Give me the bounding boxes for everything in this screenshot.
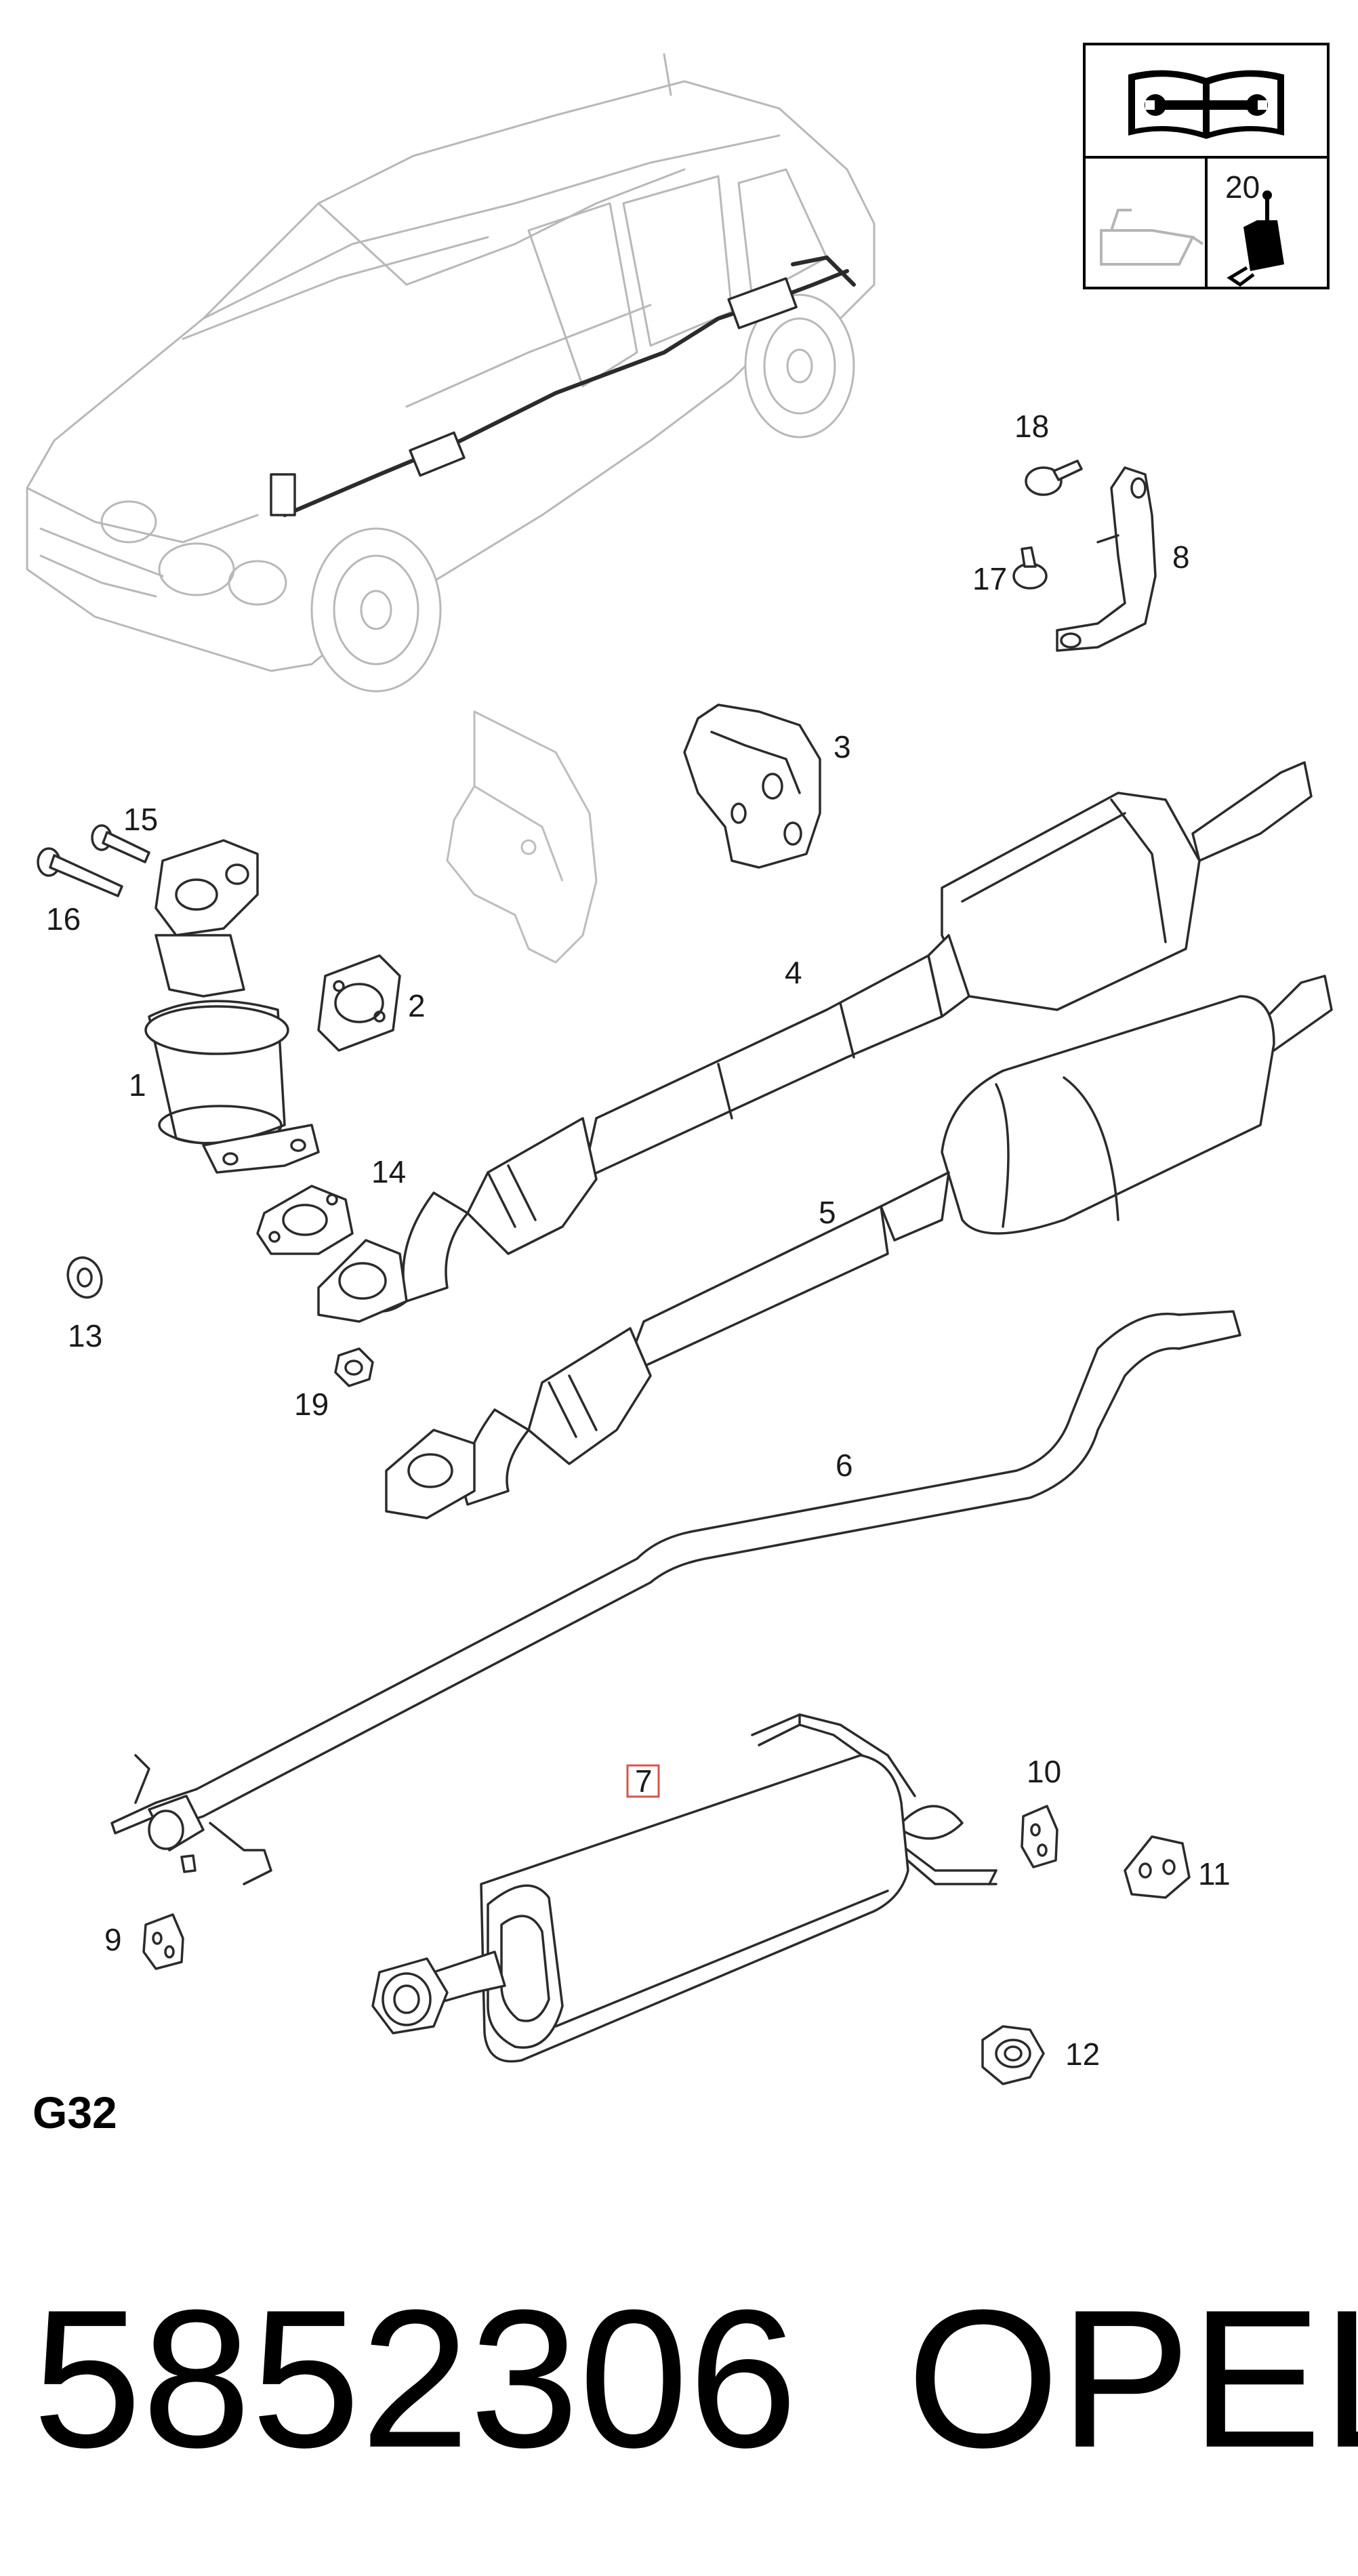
part-19-nut: [334, 1347, 374, 1387]
part-8-bracket: [1056, 466, 1157, 652]
callout-16: 16: [46, 901, 81, 937]
callout-13: 13: [68, 1318, 102, 1353]
callout-2: 2: [408, 988, 426, 1023]
part-6-intermediate-pipe: [110, 1310, 1241, 1885]
callout-1: 1: [129, 1067, 146, 1103]
vehicle-overview: [26, 53, 876, 693]
ghost-heat-shield: [446, 710, 598, 964]
callout-7: 7: [635, 1763, 653, 1799]
callout-12: 12: [1065, 2037, 1100, 2072]
part-3-heat-shield: [683, 703, 821, 869]
part-13-clip: [66, 1256, 103, 1299]
part-5-front-pipe: [385, 975, 1333, 1519]
callout-19: 19: [294, 1387, 329, 1422]
callout-10: 10: [1027, 1754, 1061, 1789]
callout-5: 5: [819, 1195, 836, 1230]
oil-can-icon: [1100, 209, 1204, 266]
callout-9: 9: [104, 1922, 122, 1957]
part-7-rear-muffler: [371, 1713, 997, 2063]
icon-table: 20: [1083, 43, 1330, 289]
part-12-hex-nut: [981, 2025, 1045, 2085]
part-4-front-pipe: [317, 761, 1313, 1323]
callout-20: 20: [1225, 169, 1260, 205]
part-9-rubber-hanger: [142, 1913, 184, 1970]
part-17-bolt: [1012, 546, 1048, 590]
callout-17: 17: [972, 561, 1007, 596]
callout-3: 3: [834, 729, 851, 764]
part-16-bolt: [37, 847, 123, 897]
part-15-bolt: [91, 824, 150, 863]
callout-6: 6: [836, 1448, 853, 1483]
part-2-gasket: [317, 954, 401, 1052]
part-10-rubber-hanger: [1021, 1805, 1058, 1868]
service-manual-icon: [1128, 70, 1284, 139]
sealant-tube-icon: [1227, 190, 1284, 287]
brand-name: OPEL: [907, 2269, 1358, 2489]
callout-11: 11: [1198, 1856, 1231, 1892]
part-18-bolt: [1025, 459, 1083, 496]
part-1-exhaust-manifold: [144, 839, 320, 1174]
highlight-box-7: [626, 1764, 660, 1798]
part-11-rubber-hanger: [1124, 1835, 1191, 1899]
callout-15: 15: [123, 802, 158, 837]
callout-4: 4: [785, 955, 802, 990]
callout-18: 18: [1014, 409, 1049, 444]
callout-14: 14: [371, 1154, 406, 1189]
part-14-gasket: [256, 1185, 354, 1255]
part-number: 5852306: [33, 2269, 798, 2489]
section-code: G32: [33, 2087, 117, 2138]
callout-8: 8: [1172, 539, 1190, 575]
